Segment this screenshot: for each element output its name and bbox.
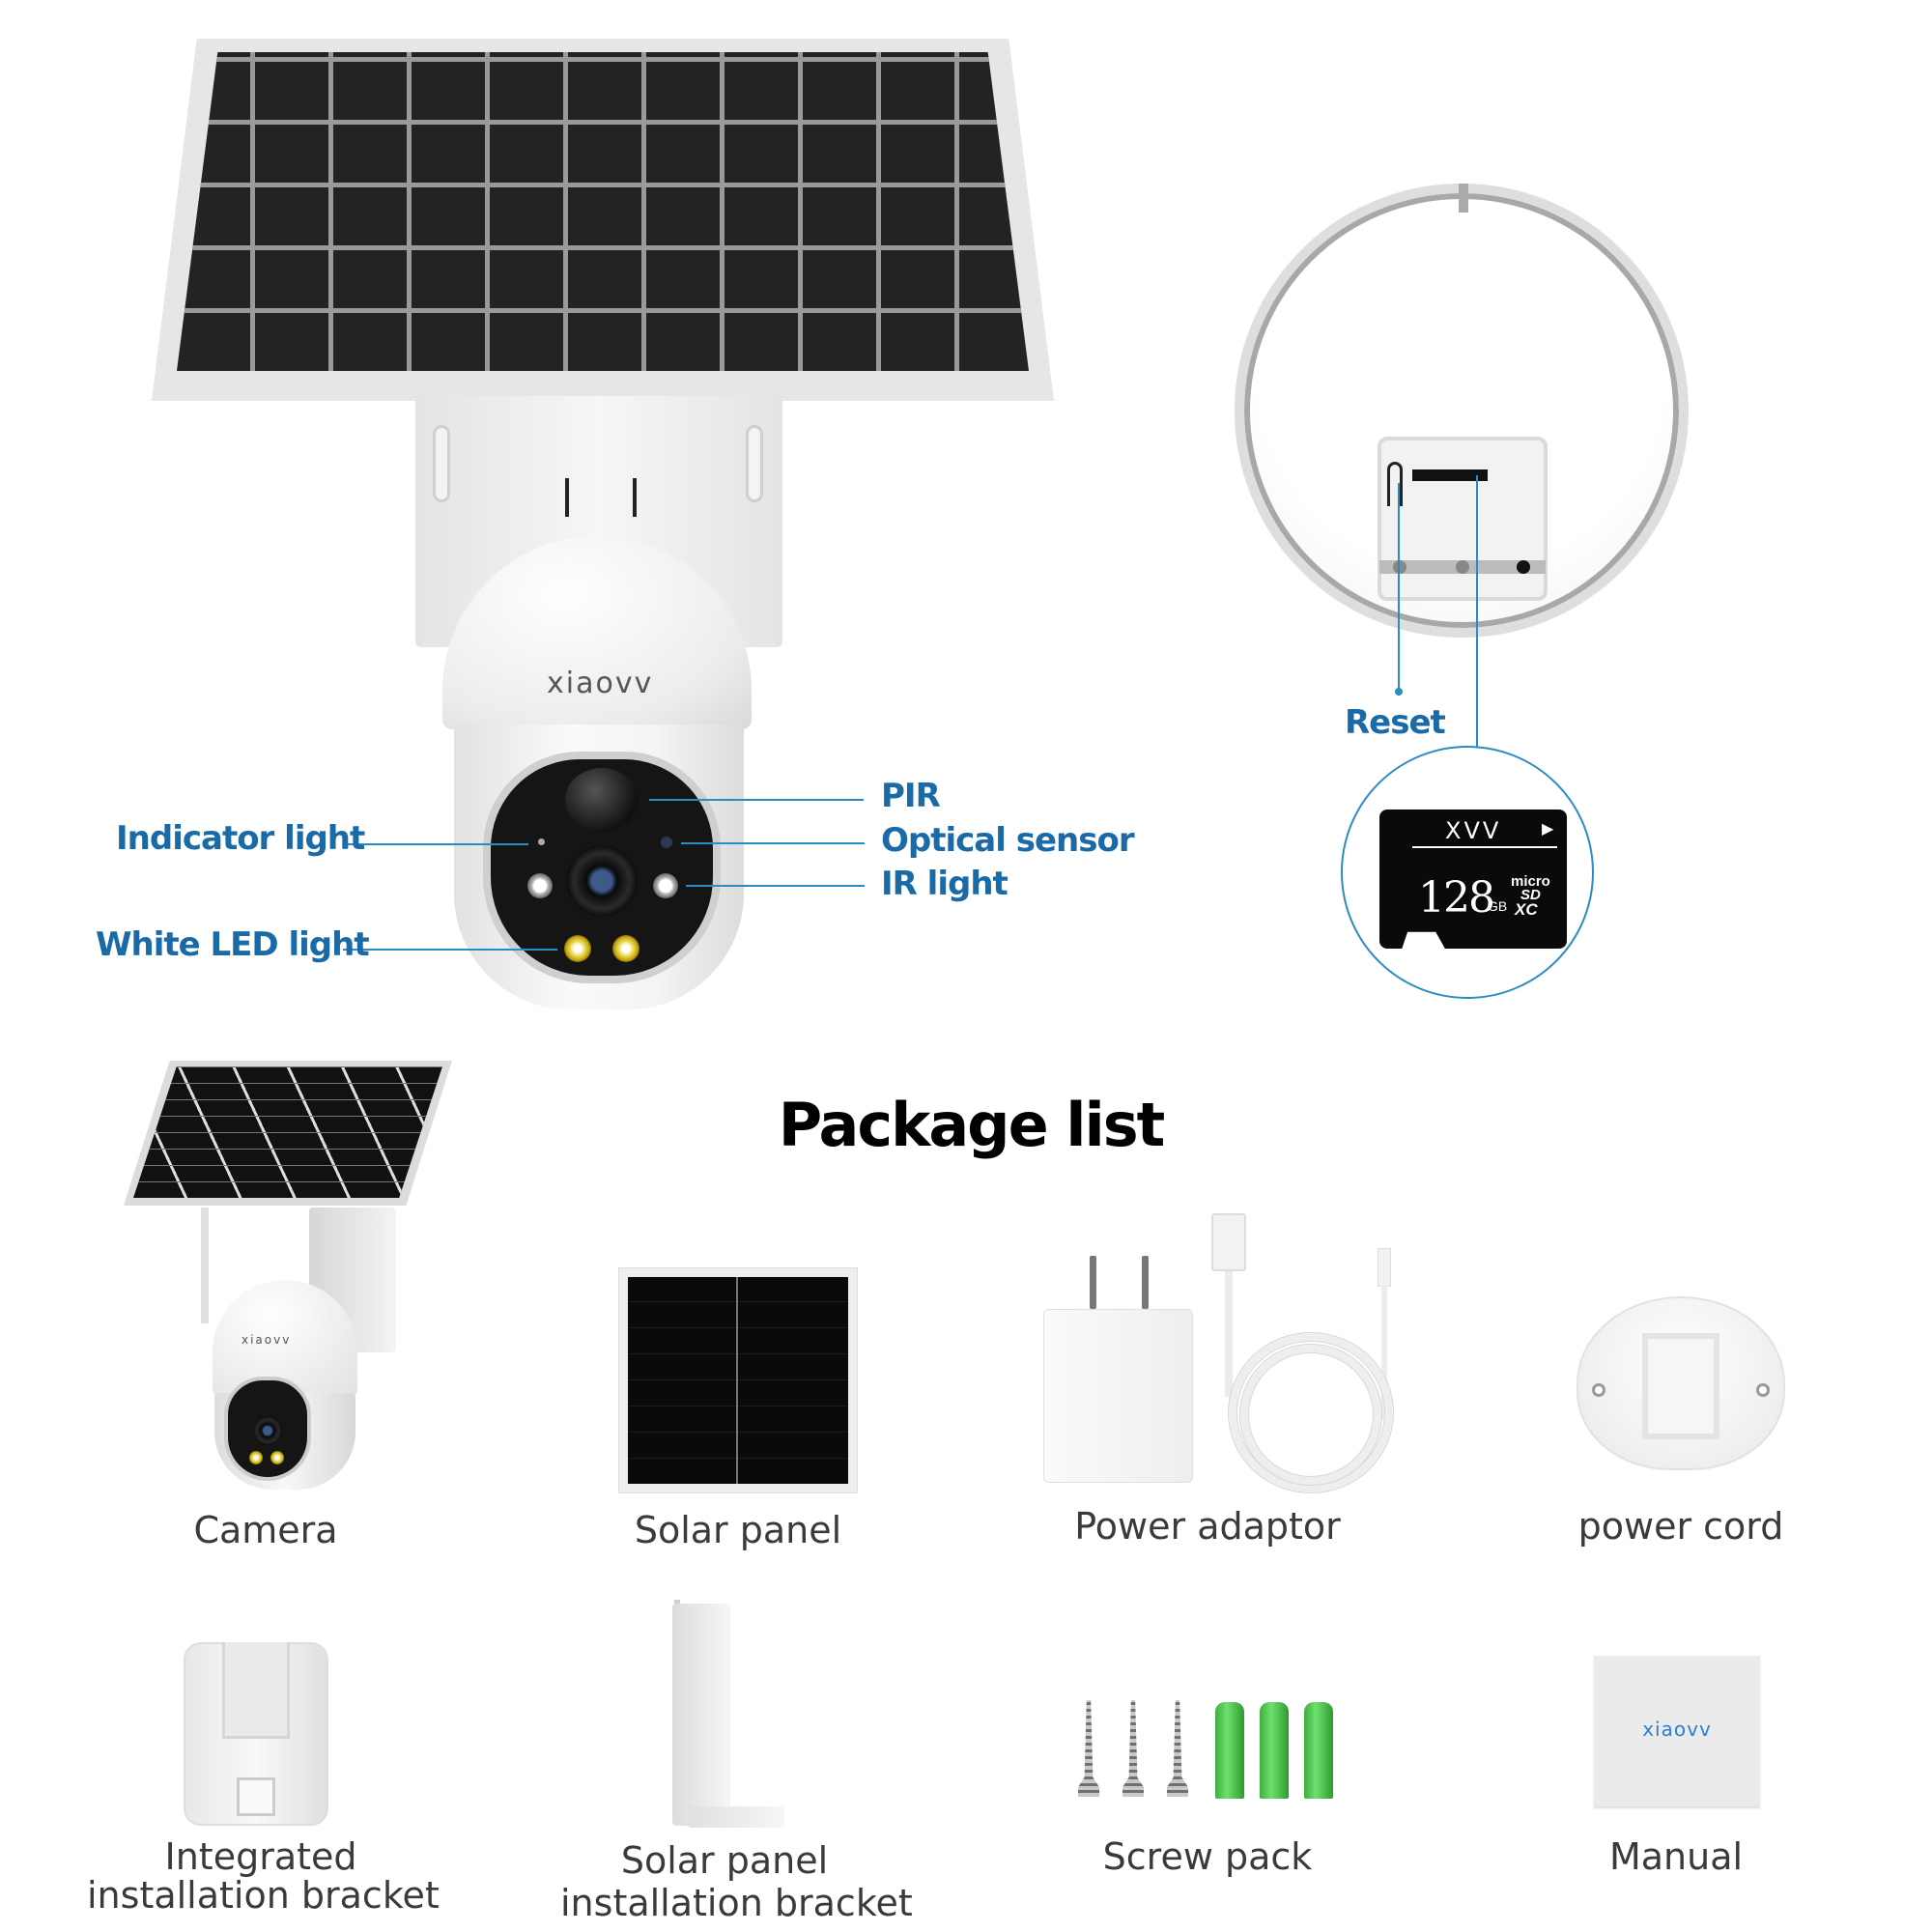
package-list-title: Package list [778,1090,1166,1160]
sd-card-capacity: 128 [1418,873,1495,923]
reset-callout-dot [1395,688,1403,696]
sd-card-divider [1412,846,1557,848]
callout-pir: PIR [881,777,941,815]
cable-coil-icon [1240,1345,1381,1485]
screw-hole-icon [1756,1383,1770,1397]
camera-small-lens-icon [253,1416,282,1445]
rear-mic-icon [1517,560,1530,574]
callout-reset: Reset [1345,703,1446,742]
camera-small-dome [213,1280,357,1396]
manual-brand-logo: xiaovv [1642,1718,1712,1741]
screw-icon [1122,1700,1144,1797]
callout-white-led-light: White LED light [96,925,370,964]
indicator-light-icon [538,838,545,845]
package-item-label: Screw pack [1102,1835,1313,1878]
bracket-hole [237,1777,275,1816]
package-item-label-line2: installation bracket [87,1874,440,1917]
rear-screw-icon [1393,560,1406,574]
camera-brand-logo: xiaovv [547,667,654,700]
sd-card-arrow-icon: ▶ [1542,821,1554,838]
usb-plug-icon [1211,1213,1246,1271]
reset-callout-line [1398,483,1400,691]
camera-solar-panel-cells [133,1066,442,1198]
solar-panel-cells [177,52,1029,371]
package-item-label-line2: installation bracket [560,1882,913,1924]
package-item-label: Power adaptor [1074,1505,1341,1548]
micro-usb-plug-icon [1378,1248,1391,1287]
rear-port-panel [1378,437,1548,601]
optical-sensor-icon [661,837,672,848]
cable-segment [1381,1285,1387,1420]
ir-light-callout-line [686,885,865,887]
power-adaptor-icon [1043,1309,1193,1483]
package-item-label: power cord [1577,1505,1784,1548]
callout-indicator-light: Indicator light [116,819,365,858]
bracket-slot [746,425,763,502]
white-led-left-icon [564,935,591,962]
pir-callout-line [649,799,864,801]
bracket-clip [222,1642,290,1739]
callout-optical-sensor: Optical sensor [881,821,1135,860]
cable-segment [1225,1271,1233,1397]
sd-card-type-xc: XC [1515,900,1538,919]
callout-ir-light: IR light [881,865,1009,903]
screw-icon [1167,1700,1188,1797]
sd-slot-callout-line [1476,475,1478,748]
plug-prong [1142,1256,1149,1309]
bracket-slot [433,425,450,502]
sd-card-type-micro: micro [1511,873,1550,890]
bracket-notch [565,478,569,517]
rear-screw-icon [1456,560,1469,574]
ir-light-left-icon [527,873,553,898]
sd-card-slot-icon [1412,469,1488,481]
package-item-label: Camera [193,1509,338,1551]
camera-small-led-icon [270,1451,284,1464]
cable-coil-icon [1229,1333,1393,1492]
solar-bracket-icon [672,1604,730,1826]
wall-anchor-icon [1260,1702,1289,1799]
camera-small-brand: xiaovv [242,1333,292,1347]
camera-rear-view [1235,184,1689,638]
ir-light-right-icon [653,873,678,898]
bracket-base [688,1806,784,1828]
package-item-label: Manual [1608,1835,1744,1878]
wall-anchor-icon [1304,1702,1333,1799]
camera-small-led-icon [249,1451,263,1464]
pir-sensor-icon [565,768,639,832]
screw-icon [1078,1700,1099,1797]
sd-card-type-sd: SD [1520,887,1541,903]
indicator-callout-line [343,843,528,845]
flat-solar-panel-cells [628,1277,848,1484]
screw-hole-icon [1592,1383,1605,1397]
white-led-callout-line [343,949,557,951]
bracket-notch [633,478,637,517]
package-item-label-line1: Solar panel [620,1839,829,1882]
sd-card-brand: XVV [1445,817,1502,844]
camera-lens-icon [566,845,638,917]
reset-button-icon [1387,462,1403,506]
rear-top-tab [1459,184,1468,213]
package-item-label: Solar panel [634,1509,842,1551]
wall-mount-clip [1642,1333,1719,1439]
wall-anchor-icon [1215,1702,1244,1799]
sd-card-unit: GB [1488,898,1508,914]
camera-pole [201,1208,209,1323]
manual-icon [1594,1656,1760,1806]
white-led-right-icon [612,935,639,962]
optical-sensor-callout-line [681,842,865,844]
sd-card-icon: XVV ▶ 128 GB micro SD XC [1379,810,1567,949]
plug-prong [1090,1256,1096,1309]
package-item-label-line1: Integrated [164,1835,357,1878]
